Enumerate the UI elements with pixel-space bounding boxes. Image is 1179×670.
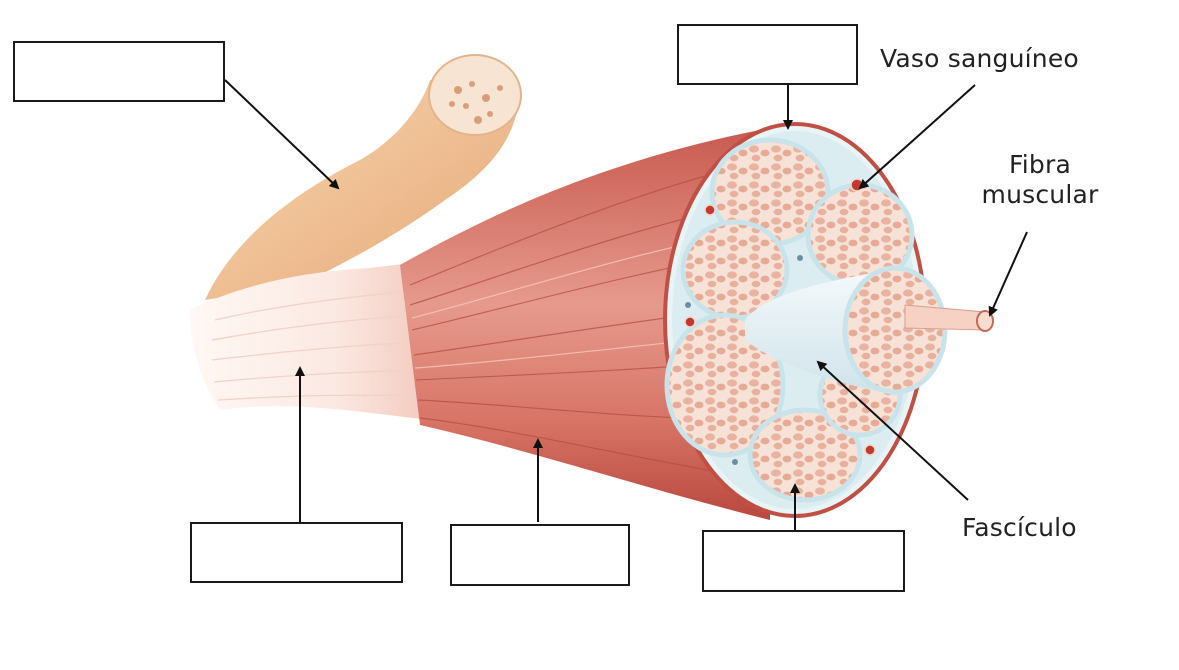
- label-vaso-sanguineo: Vaso sanguíneo: [880, 44, 1079, 73]
- bone-shape: [205, 54, 522, 300]
- arrow-vaso: [858, 84, 976, 190]
- label-fibra-muscular: Fibra muscular: [965, 150, 1115, 210]
- answer-box-epimysium[interactable]: [677, 24, 858, 85]
- answer-box-bone[interactable]: [13, 41, 225, 102]
- label-fibra-line2: muscular: [981, 180, 1099, 209]
- tendon-shape: [190, 262, 430, 420]
- arrow-bone: [224, 79, 340, 190]
- pointer-arrows: [224, 79, 1028, 530]
- answer-box-tendon[interactable]: [190, 522, 403, 583]
- answer-box-muscle-belly[interactable]: [450, 524, 630, 586]
- fascicle-extrusion: [745, 265, 994, 395]
- arrow-fasciculo: [816, 360, 969, 501]
- label-fasciculo: Fascículo: [962, 513, 1077, 542]
- answer-box-perimysium[interactable]: [702, 530, 905, 592]
- arrow-fibra: [988, 231, 1028, 317]
- label-fibra-line1: Fibra: [1009, 150, 1071, 179]
